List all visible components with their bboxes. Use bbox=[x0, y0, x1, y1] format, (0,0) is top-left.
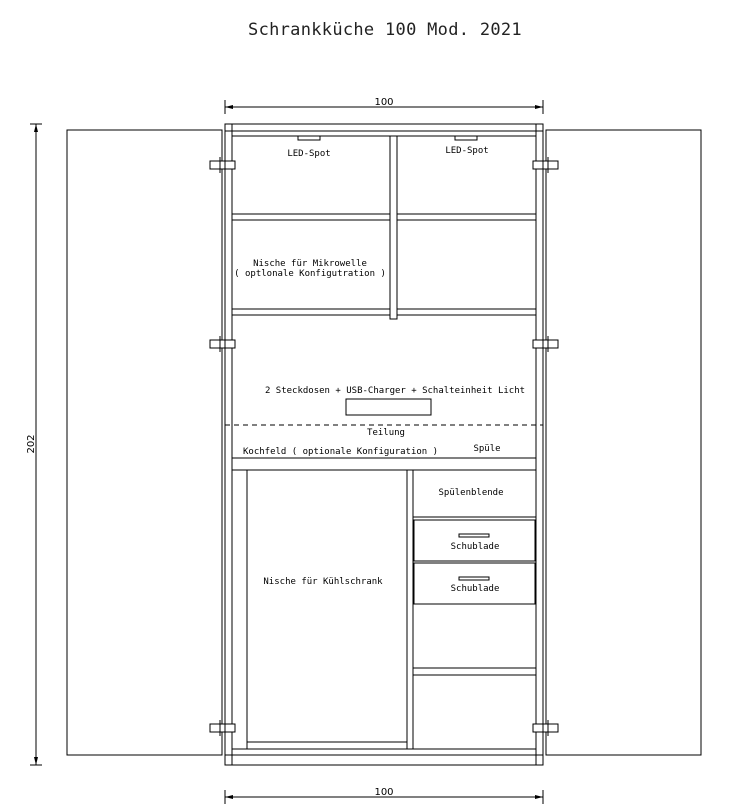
bottom-width-dimension: 100 bbox=[224, 787, 544, 804]
height-label: 202 bbox=[26, 434, 37, 453]
fridge-niche-label: Nische für Kühlschrank bbox=[263, 577, 383, 587]
hinges-right bbox=[532, 157, 559, 736]
left-door bbox=[66, 129, 223, 756]
division-label: Teilung bbox=[367, 428, 405, 438]
sink-panel-label: Spülenblende bbox=[438, 488, 503, 498]
drawer-2-handle bbox=[458, 576, 490, 581]
cabinet-carcass bbox=[224, 123, 544, 766]
microwave-niche-sublabel: ( optlonale Konfigutration ) bbox=[234, 269, 386, 279]
bottom-width-label: 100 bbox=[374, 787, 393, 798]
upper-vertical-divider bbox=[389, 135, 398, 320]
upper-shelves bbox=[232, 213, 536, 316]
drawer-1 bbox=[413, 519, 536, 562]
right-door bbox=[545, 129, 702, 756]
worktop bbox=[232, 457, 536, 471]
socket-strip bbox=[345, 398, 432, 416]
microwave-niche-label: Nische für Mikrowelle bbox=[253, 259, 367, 269]
led-spot-left bbox=[297, 135, 321, 141]
cooktop-label: Kochfeld ( optionale Konfiguration ) bbox=[243, 447, 438, 457]
led-spot-left-label: LED-Spot bbox=[287, 149, 330, 159]
height-dimension: 202 bbox=[26, 123, 42, 766]
lower-partitions bbox=[246, 470, 536, 749]
sink-label: Spüle bbox=[473, 444, 500, 454]
drawing-title: Schrankküche 100 Mod. 2021 bbox=[248, 20, 522, 40]
hinges-left bbox=[209, 157, 236, 736]
drawer-2-label: Schublade bbox=[451, 584, 500, 594]
drawer-2 bbox=[413, 562, 536, 605]
led-spot-right-label: LED-Spot bbox=[445, 146, 488, 156]
top-width-dimension: 100 bbox=[224, 97, 544, 114]
led-spot-right bbox=[454, 135, 478, 141]
drawer-1-handle bbox=[458, 533, 490, 538]
socket-strip-label: 2 Steckdosen + USB-Charger + Schalteinhe… bbox=[265, 386, 525, 396]
drawer-1-label: Schublade bbox=[451, 542, 500, 552]
top-width-label: 100 bbox=[374, 97, 393, 108]
